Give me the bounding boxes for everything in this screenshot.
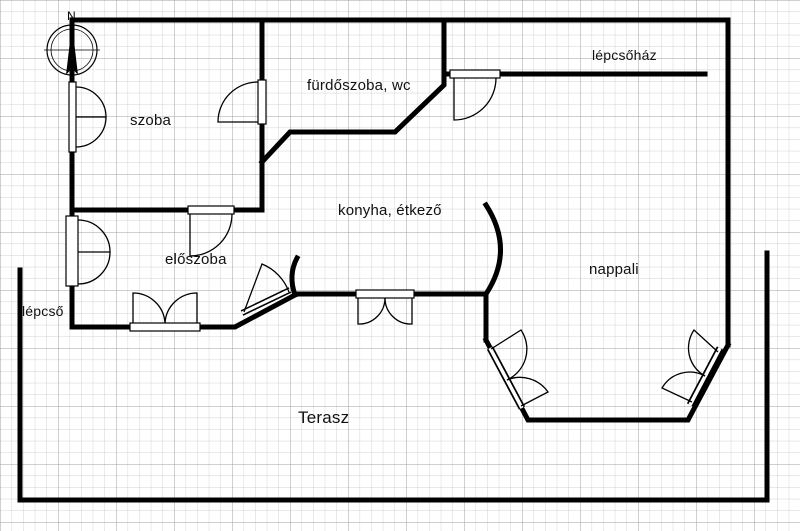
room-labels: szoba fürdőszoba, wc lépcsőház konyha, é… xyxy=(22,47,657,427)
door-konyha-terrace xyxy=(355,289,415,325)
label-furdo: fürdőszoba, wc xyxy=(307,77,411,94)
compass-north-label: N xyxy=(67,9,76,23)
door-nappali-right xyxy=(661,329,724,407)
label-terasz: Terasz xyxy=(298,408,349,427)
label-konyha: konyha, étkező xyxy=(338,202,442,219)
wall-eloszoba-south xyxy=(69,291,299,330)
wall-konyha-curve-right xyxy=(482,201,503,298)
wall-terrace-outline xyxy=(17,250,770,503)
door-entrance xyxy=(65,215,111,287)
door-eloszoba-terrace xyxy=(129,292,201,332)
door-furdo xyxy=(449,69,501,121)
label-lepcso: lépcső xyxy=(22,303,64,319)
compass-icon: N xyxy=(44,9,100,82)
wall-bathroom-diagonal xyxy=(258,19,447,166)
label-szoba: szoba xyxy=(130,112,171,129)
door-szoba xyxy=(217,79,267,125)
door-szoba-hall xyxy=(187,205,235,257)
label-nappali: nappali xyxy=(589,261,639,278)
label-eloszoba: előszoba xyxy=(165,251,227,268)
label-lepcsohaz: lépcsőház xyxy=(592,47,657,63)
door-diagonal xyxy=(240,263,292,316)
window-szoba-west xyxy=(68,81,107,153)
doors xyxy=(65,69,724,410)
door-nappali-left xyxy=(486,329,549,410)
